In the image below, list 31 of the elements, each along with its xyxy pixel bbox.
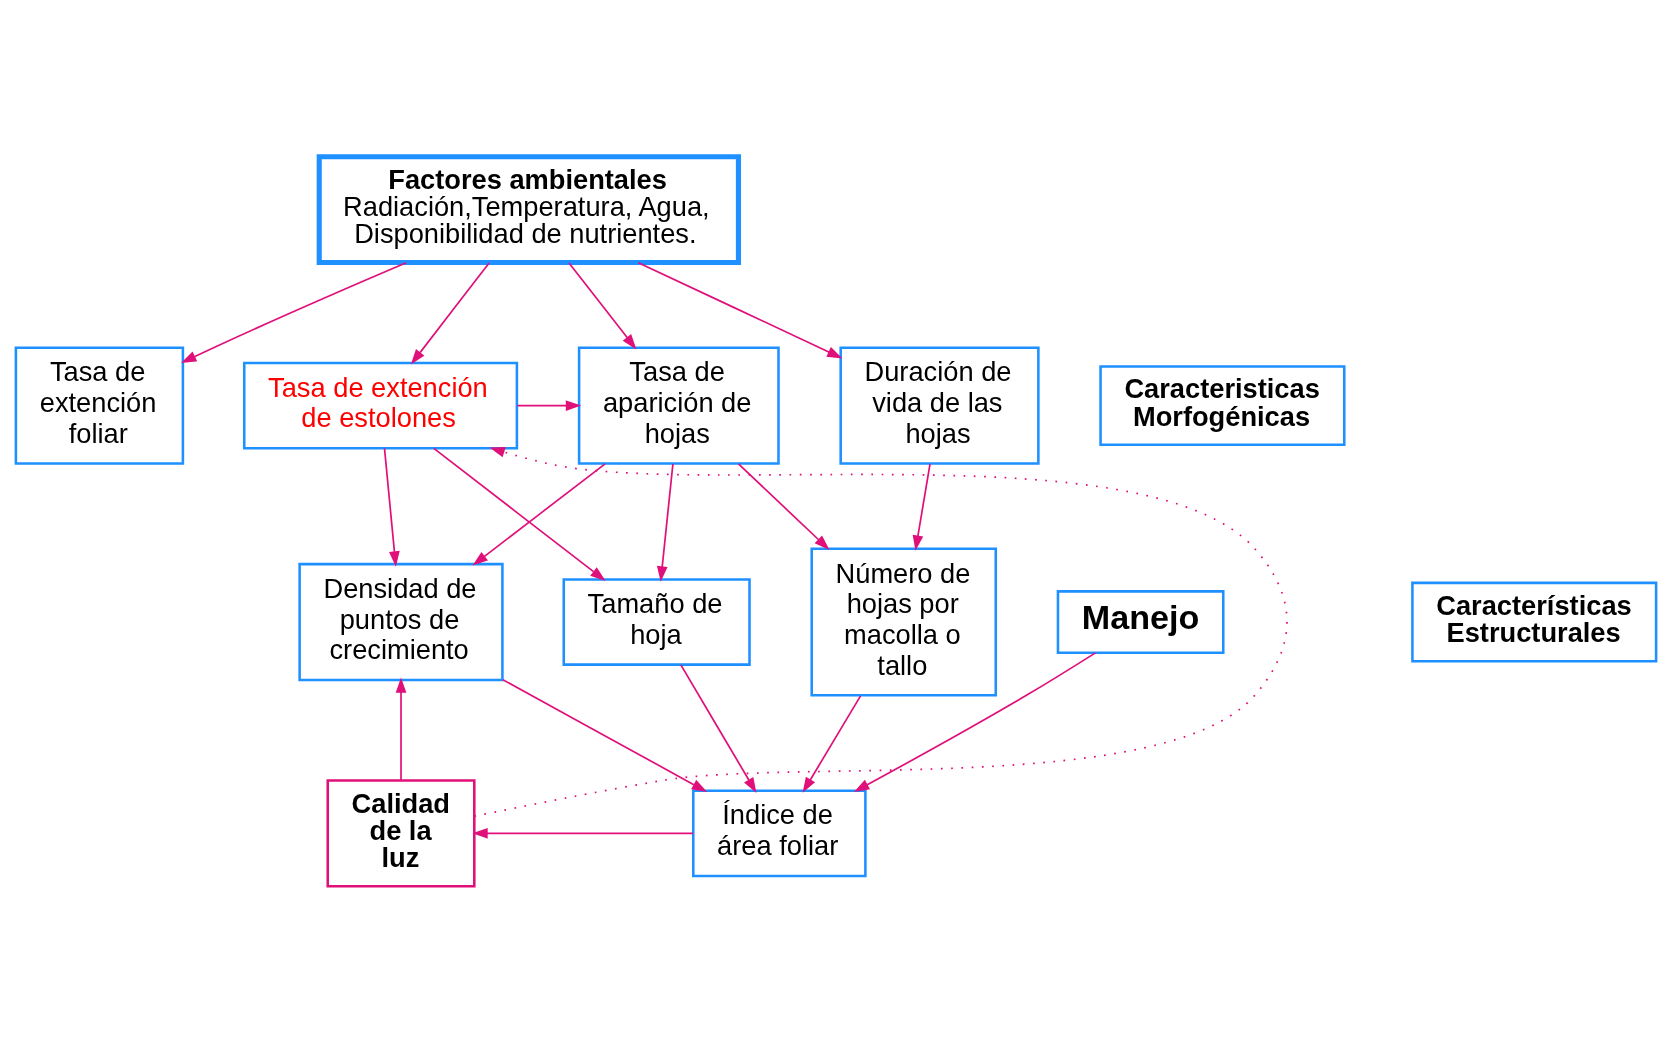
arrow [680,663,757,793]
node-box: Densidad de puntos de crecimiento [298,562,504,682]
arrow [432,447,606,581]
arrow [568,262,637,350]
node-box: Índice de área foliar [692,789,867,878]
arrow [181,261,408,364]
arrow [912,463,931,551]
arrow [802,695,862,793]
node-box: Número de hojas por macolla o tallo [810,547,998,697]
node-box: Tasa de extención de estolones [242,361,519,450]
node-box: Tamaño de hoja [562,578,751,666]
arrow [637,261,843,359]
arrow [737,463,830,551]
arrow [472,463,606,566]
arrow [473,446,1288,818]
arrow [656,463,674,582]
node-box: Características Estructurales [1411,581,1658,663]
node-box: Tasa de extención foliar [14,346,185,465]
arrow [516,400,582,411]
node-box: Caracteristicas Morfogénicas [1099,365,1346,447]
arrow [383,447,400,567]
arrow [410,262,490,365]
node-box: Tasa de aparición de hojas [577,346,780,465]
node-box: Factores ambientales Radiación,Temperatura, Agua, Disponibilidad de nutrientes. [316,154,741,266]
arrow [395,677,407,782]
arrow [853,652,1097,792]
node-box: Calidad de la luz [326,779,476,888]
arrow [502,678,708,792]
node-box: Duración de vida de las hojas [839,346,1040,465]
node-box: Manejo [1056,590,1225,654]
arrow [472,828,694,839]
